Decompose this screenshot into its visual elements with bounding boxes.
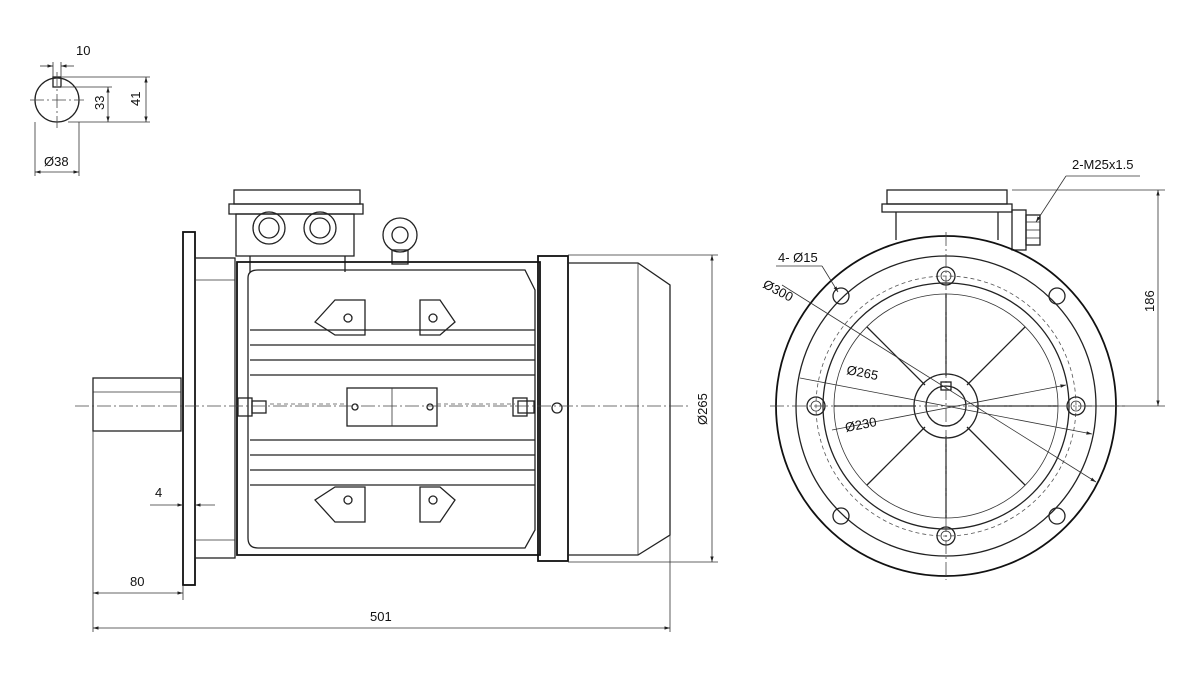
flange-step-label: 4 xyxy=(155,485,162,500)
spigot-label: Ø230 xyxy=(844,414,878,435)
shaft-section-view: 10 33 41 Ø265 Ø38 xyxy=(30,43,150,176)
pitch-circle-label: Ø265 xyxy=(845,362,879,383)
flange-outer-label: Ø300 xyxy=(761,276,796,304)
shaft-length-label: 80 xyxy=(130,574,144,589)
motor-front-view: 2-M25x1.5 4- Ø15 Ø300 Ø265 Ø230 186 xyxy=(761,157,1165,580)
shaft-height-label: 41 xyxy=(128,92,143,106)
overall-length-label: 501 xyxy=(370,609,392,624)
cable-gland-label: 2-M25x1.5 xyxy=(1072,157,1133,172)
cooling-fins xyxy=(250,329,535,486)
center-height-label: 186 xyxy=(1142,290,1157,312)
key-depth-label: 33 xyxy=(92,96,107,110)
mount-holes-label: 4- Ø15 xyxy=(778,250,818,265)
shaft-diameter-label: Ø38 xyxy=(44,154,69,169)
key-width-label: 10 xyxy=(76,43,90,58)
frame-diameter-label: Ø265 xyxy=(695,393,710,425)
motor-side-view: Ø265 4 80 501 xyxy=(75,189,718,632)
